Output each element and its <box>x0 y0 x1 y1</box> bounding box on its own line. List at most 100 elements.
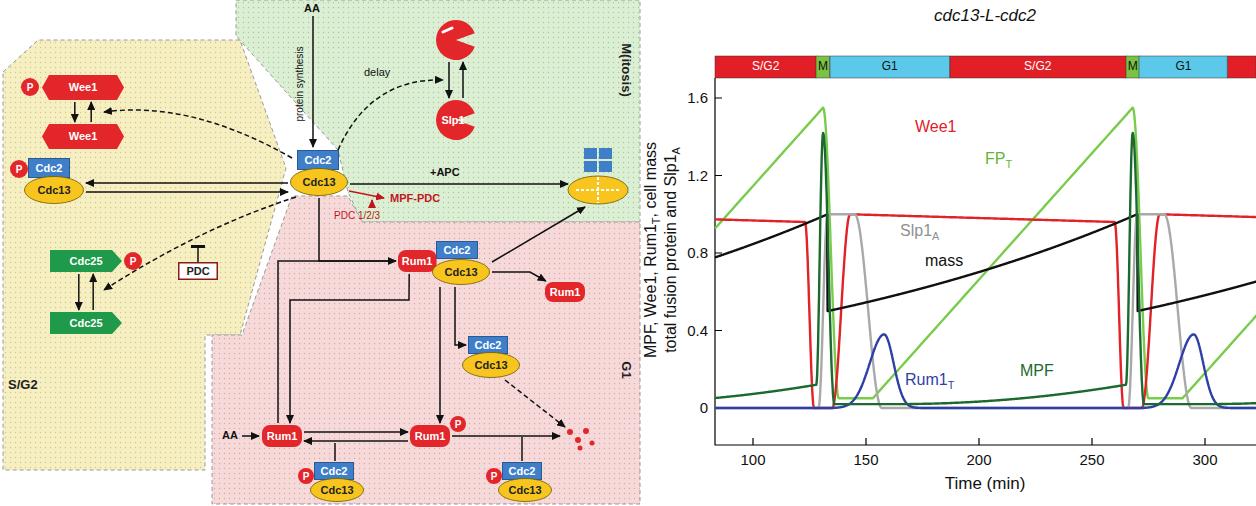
chart-or-diagram-label: 0.4 <box>687 322 708 339</box>
wee1-hexagon-fill <box>42 124 124 149</box>
cdc25-pentagon-fill <box>50 250 122 272</box>
node-label: P <box>27 82 34 93</box>
chart-or-diagram-label: +APC <box>430 166 460 179</box>
phase-bar-segment: S/G2 <box>950 56 1126 78</box>
phase-bar-tail <box>1228 56 1256 78</box>
cdc13-ellipse-fill <box>25 177 84 204</box>
phase-bar-segment: M <box>816 56 830 78</box>
chart-title-text: cdc13-L-cdc2 <box>934 6 1036 25</box>
text-label: MPF <box>1020 362 1054 379</box>
cdc13-ellipse-fill <box>499 479 552 502</box>
node-label: Cdc25 <box>69 255 102 267</box>
chart-title: cdc13-L-cdc2 <box>934 6 1036 26</box>
node-label: Wee1 <box>69 130 98 142</box>
text-label: +APC <box>430 166 460 178</box>
phase-bar-tail <box>1228 56 1256 78</box>
node-label: Cdc13 <box>474 359 507 371</box>
wee1-hexagon-fill <box>42 75 124 100</box>
chart-or-diagram-label: 1.6 <box>687 89 708 106</box>
phase-name: S/G2 <box>8 378 38 392</box>
phase-bar-segment: M <box>1126 56 1140 78</box>
cdc13-ellipse: Cdc13 <box>462 352 520 378</box>
text-label: 150 <box>853 451 878 468</box>
text-label: , cell mass <box>642 142 659 218</box>
chart-or-diagram-label: 0 <box>700 399 708 416</box>
node-label: Cdc13 <box>37 184 70 196</box>
chart-or-diagram-label: 300 <box>1192 451 1217 468</box>
rum1-shape: Rum1 <box>262 425 302 447</box>
cdc13-ellipse-fill <box>463 353 520 378</box>
slp1-pacman: Slp1 <box>435 100 477 140</box>
phospho-circle-fill <box>124 252 142 270</box>
chart-or-diagram-label: 150 <box>853 451 878 468</box>
phase-bar-segment: S/G2 <box>715 56 816 78</box>
rum1-shape-fill <box>410 425 450 447</box>
cdc2-box: Cdc2 <box>297 150 339 170</box>
chart-or-diagram-label: mass <box>925 252 963 270</box>
node-label: Cdc13 <box>508 484 541 496</box>
phase-bar-segment-fill <box>1126 56 1140 78</box>
phase-bar-segment-fill <box>950 56 1126 78</box>
rum1-shape: Rum1 <box>410 425 450 447</box>
node-label: G1 <box>882 60 898 73</box>
text-label: MPF-PDC <box>390 192 440 204</box>
text-label: 200 <box>966 451 991 468</box>
chart-or-diagram-label: Slp1A <box>900 222 939 242</box>
rum1-shape-fill <box>262 425 302 447</box>
cdc2-box-fill <box>437 242 478 259</box>
text-label: AA <box>304 2 320 14</box>
chart-or-diagram-label: 250 <box>1079 451 1104 468</box>
chart-or-diagram-label: 1.2 <box>687 167 708 184</box>
chart-or-diagram-label: 200 <box>966 451 991 468</box>
phase-bar-segment-fill <box>715 56 816 78</box>
wee1-hexagon: Wee1 <box>42 75 124 100</box>
text-label: delay <box>364 66 390 78</box>
chart-or-diagram-label: 0.8 <box>687 244 708 261</box>
phospho-circle-fill <box>21 78 39 96</box>
phase-name: G1 <box>619 361 633 378</box>
phospho-circle: P <box>21 78 39 96</box>
cdc13-ellipse: Cdc13 <box>432 259 490 285</box>
chart-or-diagram-label: MPF-PDC <box>390 192 440 205</box>
cdc2-box: Cdc2 <box>314 462 354 480</box>
text-label: 0.8 <box>687 244 708 261</box>
cdc13-ellipse: Cdc13 <box>24 176 84 204</box>
phospho-circle-fill <box>10 160 28 178</box>
region-outline <box>212 196 640 504</box>
cdc2-box-fill <box>469 337 508 354</box>
node-label: Rum1 <box>550 286 581 298</box>
time-course-curve <box>715 334 1256 408</box>
text-label: 300 <box>1192 451 1217 468</box>
text-label: 100 <box>740 451 765 468</box>
phospho-circle-fill <box>450 416 466 432</box>
phase-bar-segment: G1 <box>830 56 950 78</box>
cdc25-pentagon: Cdc25 <box>50 312 122 334</box>
region-outline <box>236 0 640 222</box>
time-course-curve <box>715 214 1256 408</box>
rum1-shape: Rum1 <box>398 250 437 272</box>
time-course-curve <box>715 133 1256 404</box>
node-label: Slp1 <box>441 114 464 126</box>
cdc25-pentagon-fill <box>50 312 122 334</box>
text-label: protein synthesis <box>294 46 305 121</box>
node-label: Rum1 <box>415 430 446 442</box>
text-label: A <box>932 230 939 242</box>
node-label: S/G2 <box>752 60 779 73</box>
node-label: S/G2 <box>1024 60 1051 73</box>
phospho-circle: P <box>124 252 142 270</box>
node-label: Wee1 <box>69 81 98 93</box>
node-label: Cdc13 <box>302 176 335 188</box>
chart-or-diagram-label: delay <box>364 66 390 79</box>
text-label: MPF, Wee1, Rum1 <box>642 224 659 358</box>
rum1-shape: Rum1 <box>545 282 585 302</box>
time-course-curves <box>715 108 1256 408</box>
cdc13-ellipse-fill <box>291 169 348 196</box>
text-label: AA <box>222 429 238 441</box>
cdc2-box: Cdc2 <box>28 158 70 178</box>
pdc-box: PDC <box>178 262 218 280</box>
chart-or-diagram-label: FPT <box>985 150 1012 170</box>
node-label: Cdc2 <box>321 465 348 477</box>
phase-name: M(itosis) <box>619 43 633 96</box>
phase-bar-segment-fill <box>1139 56 1227 78</box>
node-label: P <box>303 471 310 482</box>
